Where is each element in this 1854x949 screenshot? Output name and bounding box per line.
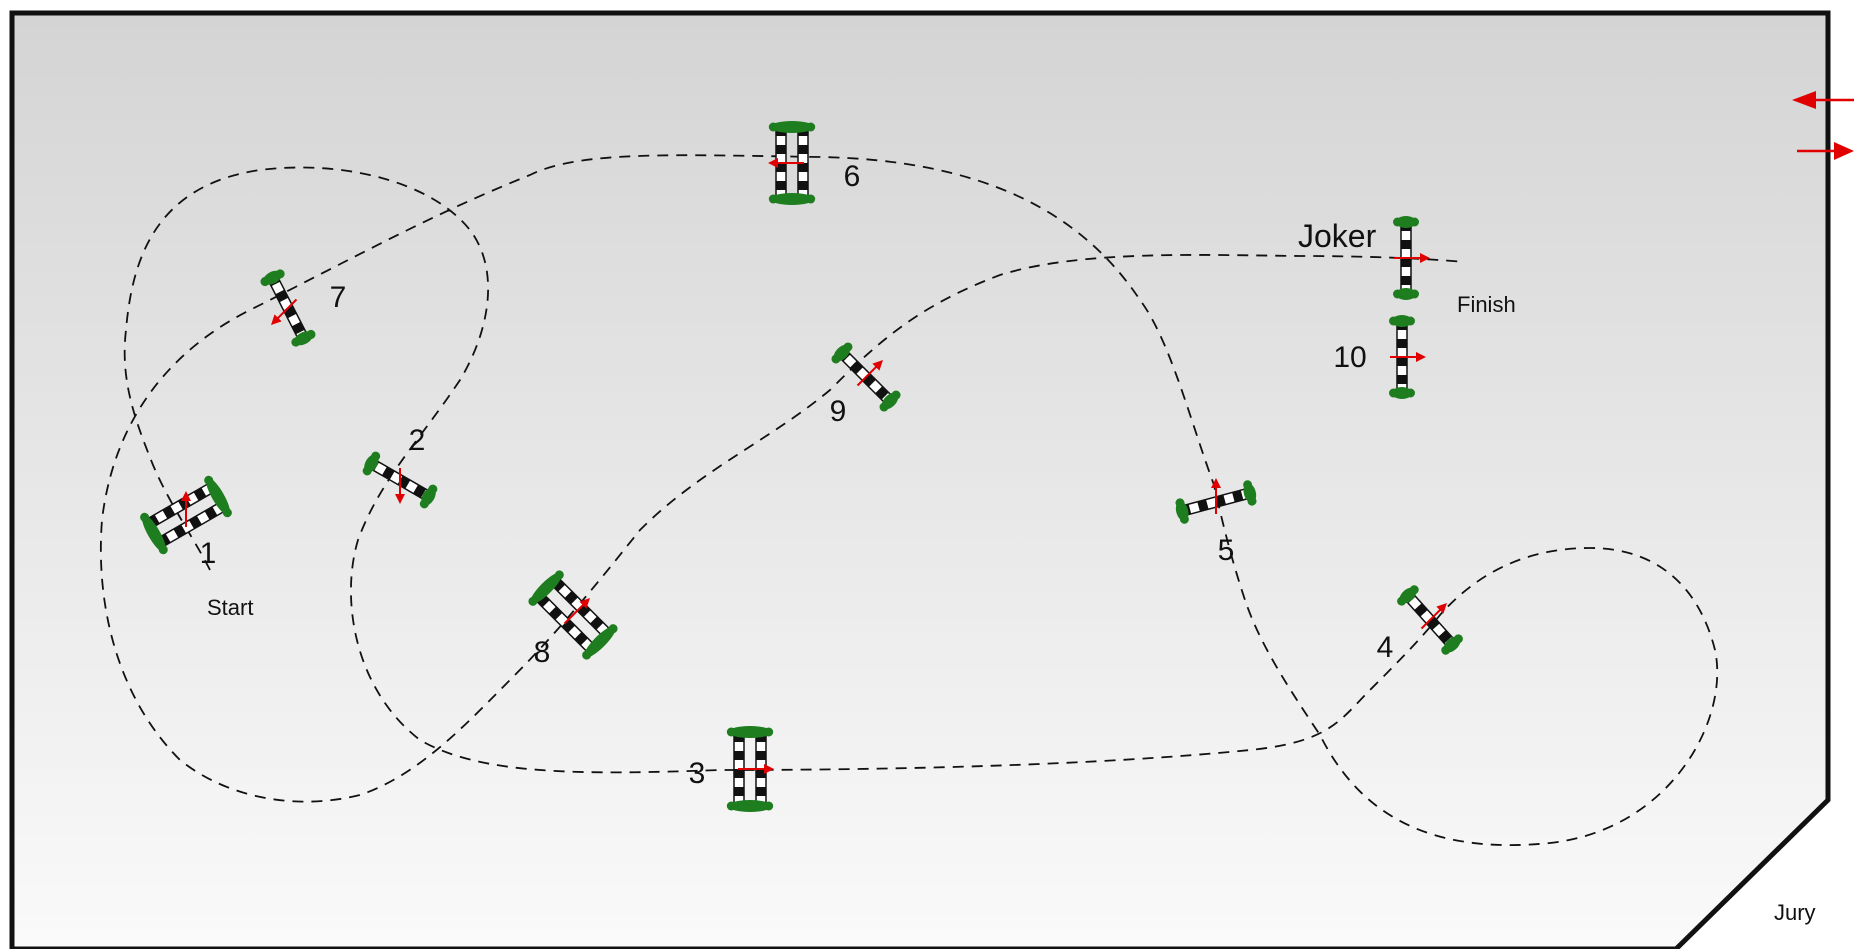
jump-number-9: 9 (830, 395, 847, 428)
direction-arrow-icon (395, 468, 405, 504)
jump-wing (530, 572, 563, 605)
jump-wing (205, 477, 231, 516)
jury-label: Jury (1774, 900, 1816, 925)
jump-wing (141, 514, 167, 553)
direction-arrow-icon (181, 491, 191, 527)
route-line (99, 154, 1719, 846)
jump-wing (1392, 387, 1412, 399)
direction-arrow-icon (1211, 478, 1221, 514)
direction-arrow-icon (1394, 253, 1430, 263)
jump-number-7: 7 (330, 281, 347, 314)
direction-arrow-icon (768, 158, 804, 168)
jump-number-2: 2 (409, 424, 426, 457)
direction-arrow-icon (563, 598, 590, 625)
start-label: Start (207, 595, 253, 620)
jump-wing (1396, 288, 1416, 300)
jump-wing (583, 625, 616, 658)
jump-number-6: 6 (844, 160, 861, 193)
jump-wing (1396, 216, 1416, 228)
jump-number-3: 3 (689, 757, 706, 790)
arrow-left-icon (1792, 91, 1854, 109)
joker-label: Joker (1298, 218, 1377, 254)
jump-1 (140, 475, 232, 555)
jump-wing (770, 121, 814, 133)
direction-arrow-icon (738, 764, 774, 774)
direction-arrow-icon (856, 360, 883, 387)
arena-boundary (9, 10, 1831, 949)
jump-number-10: 10 (1333, 341, 1366, 374)
jump-wing (728, 800, 772, 812)
jump-number-5: 5 (1218, 534, 1235, 567)
jump-wing (770, 193, 814, 205)
direction-arrow-icon (271, 298, 298, 325)
jump-number-4: 4 (1377, 631, 1394, 664)
finish-label: Finish (1457, 292, 1516, 317)
direction-arrow-icon (1390, 352, 1426, 362)
jump-wing (1392, 315, 1412, 327)
arrow-right-icon (1797, 142, 1854, 160)
jump-10 (1389, 315, 1415, 399)
jump-wing (728, 726, 772, 738)
jump-number-1: 1 (200, 537, 217, 570)
jump-number-8: 8 (534, 636, 551, 669)
